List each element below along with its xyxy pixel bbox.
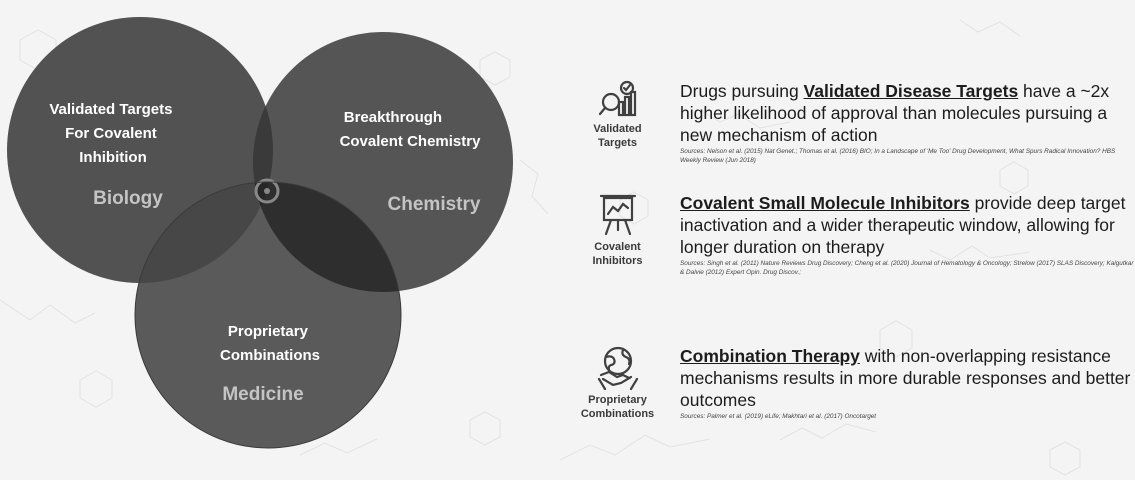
proprietary-combinations-label: Proprietary Combinations xyxy=(580,394,655,420)
covalent-inhibitors-label: Covalent Inhibitors xyxy=(592,241,643,267)
covalent-inhibitors-sources: Sources: Singh et al. (2011) Nature Revi… xyxy=(680,260,1134,276)
proprietary-combinations-icon-block: Proprietary Combinations xyxy=(560,345,675,421)
headline-highlight: Validated Disease Targets xyxy=(803,81,1019,101)
medicine-title: Proprietary Combinations xyxy=(220,323,320,364)
chemistry-title: Breakthrough Covalent Chemistry xyxy=(340,109,482,150)
biology-label: Biology xyxy=(93,188,163,209)
covalent-inhibitors-text: Covalent Small Molecule Inhibitors provi… xyxy=(680,192,1135,277)
covalent-inhibitors-headline: Covalent Small Molecule Inhibitors provi… xyxy=(680,193,1126,257)
biology-title: Validated Targets For Covalent Inhibitio… xyxy=(49,101,176,166)
chemistry-label: Chemistry xyxy=(388,194,481,215)
venn-diagram: Validated Targets For Covalent Inhibitio… xyxy=(7,17,513,449)
proprietary-combinations-headline: Combination Therapy with non-overlapping… xyxy=(680,346,1131,410)
validated-targets-headline: Drugs pursuing Validated Disease Targets… xyxy=(680,81,1110,145)
proprietary-combinations-text: Combination Therapy with non-overlapping… xyxy=(680,345,1135,422)
global-handshake-icon xyxy=(597,346,638,391)
headline-highlight: Combination Therapy xyxy=(680,346,860,366)
medicine-label: Medicine xyxy=(222,384,303,405)
validated-targets-sources: Sources: Nelson et al. (2015) Nat Genet.… xyxy=(680,148,1116,164)
validated-targets-label: Validated Targets xyxy=(593,123,642,149)
proprietary-combinations-sources: Sources: Palmer et al. (2019) eLife; Mak… xyxy=(680,413,877,420)
headline-highlight: Covalent Small Molecule Inhibitors xyxy=(680,193,970,213)
target-chart-icon xyxy=(598,80,636,117)
covalent-inhibitors-icon-block: Covalent Inhibitors xyxy=(560,192,675,268)
center-target-icon xyxy=(254,178,280,204)
validated-targets-text: Drugs pursuing Validated Disease Targets… xyxy=(680,80,1135,165)
validated-targets-icon-block: Validated Targets xyxy=(560,80,675,150)
presentation-board-icon xyxy=(599,194,636,236)
